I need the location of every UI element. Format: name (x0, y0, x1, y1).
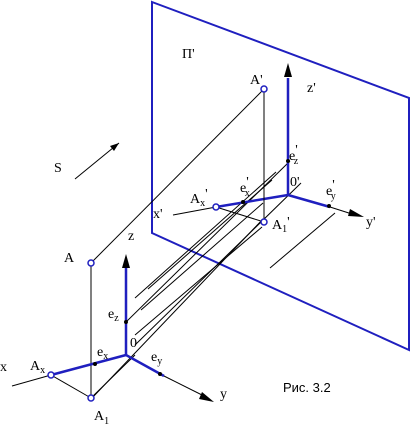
projection-direction-arrow (74, 142, 120, 180)
x-prime-axis (215, 193, 289, 209)
points (47, 85, 268, 402)
figure-caption: Рис. 3.2 (283, 380, 331, 395)
ey-label: ey (151, 350, 162, 367)
ez-prime-label: e'z (289, 143, 299, 167)
point-A1-prime-label: A1' (272, 215, 290, 235)
origin-prime-label: 0' (290, 175, 300, 190)
y-prime-axis-extension (329, 206, 353, 215)
point-Ax-prime (212, 203, 220, 211)
point-A-prime-label: A' (250, 73, 263, 88)
point-A (87, 259, 95, 267)
z-axis-arrow (122, 254, 130, 268)
projecting-rays (90, 88, 336, 399)
original-frame-construction (50, 263, 136, 399)
ez-label: ez (108, 307, 119, 324)
z-prime-axis-arrow (284, 63, 292, 77)
projected-frame-link (215, 206, 265, 223)
y-axis-extension (163, 375, 209, 399)
z-prime-axis-label: z' (307, 81, 316, 96)
direction-label: S (54, 161, 62, 176)
point-A1 (87, 394, 95, 402)
ex-label: ex (97, 345, 108, 362)
point-A-prime (260, 85, 268, 93)
y-axis (125, 353, 165, 378)
point-Ax-prime-label: Ax' (190, 187, 208, 209)
y-axis-arrow (199, 392, 214, 402)
y-prime-axis (287, 193, 331, 209)
ex-prime-label: e'x (240, 175, 250, 199)
point-Ax-label: Ax (30, 359, 45, 376)
x-axis-label: x (0, 360, 7, 375)
x-axis-extension (11, 374, 52, 387)
x-prime-axis-extension (172, 206, 217, 216)
picture-plane (151, 0, 410, 352)
unit-marks (93, 159, 331, 376)
y-prime-axis-arrow (348, 209, 364, 217)
point-A1-prime (260, 218, 268, 226)
y-prime-axis-label: y' (366, 215, 376, 230)
projected-axes (172, 63, 364, 223)
ey-prime-label: e'y (326, 178, 336, 202)
x-axis (50, 353, 127, 377)
plane-label: П' (182, 47, 195, 62)
origin-label: 0 (130, 336, 137, 351)
y-axis-label: y (220, 387, 227, 402)
z-axis-label: z (128, 229, 134, 244)
x-prime-axis-label: x' (153, 207, 163, 222)
original-axes (11, 254, 214, 402)
point-A-label: A (64, 251, 75, 266)
point-A1-label: A1 (94, 409, 109, 427)
point-Ax (47, 371, 55, 379)
